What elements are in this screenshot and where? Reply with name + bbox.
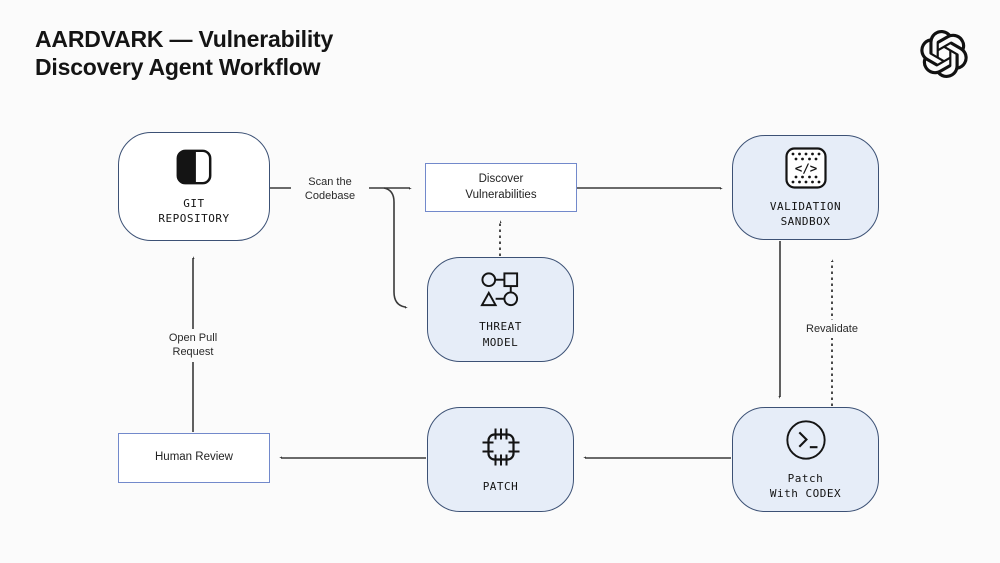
node-discover-vulnerabilities: Discover Vulnerabilities (425, 163, 577, 212)
node-validation-sandbox: </> VALIDATION SANDBOX (732, 135, 879, 240)
sandbox-code-icon: </> (784, 146, 828, 190)
node-label: GIT REPOSITORY (158, 196, 230, 225)
node-label: Human Review (155, 451, 233, 464)
edge-label-open-pull-request: Open Pull Request (150, 329, 236, 362)
page-title: AARDVARK — Vulnerability Discovery Agent… (35, 26, 334, 80)
node-patch-with-codex: Patch With CODEX (732, 407, 879, 512)
openai-logo-icon (920, 30, 968, 79)
node-label: VALIDATION SANDBOX (769, 199, 842, 228)
node-git-repository: GIT REPOSITORY (118, 132, 270, 241)
edge-scan-branch-to-threat-model (383, 187, 406, 307)
node-label: Patch With CODEX (769, 471, 842, 500)
edge-label-revalidate: Revalidate (794, 320, 870, 339)
node-threat-model: THREAT MODEL (427, 257, 574, 362)
node-patch: PATCH (427, 407, 574, 512)
chip-icon (478, 424, 524, 470)
svg-text:</>: </> (794, 160, 817, 175)
node-human-review: Human Review (118, 433, 270, 483)
node-label: PATCH (482, 480, 519, 494)
node-label: THREAT MODEL (479, 320, 522, 349)
node-label: Discover Vulnerabilities (465, 172, 537, 201)
threat-model-icon (477, 269, 524, 310)
repository-icon (174, 147, 214, 187)
edge-label-scan-the-codebase: Scan the Codebase (291, 173, 369, 206)
terminal-icon (784, 418, 828, 462)
